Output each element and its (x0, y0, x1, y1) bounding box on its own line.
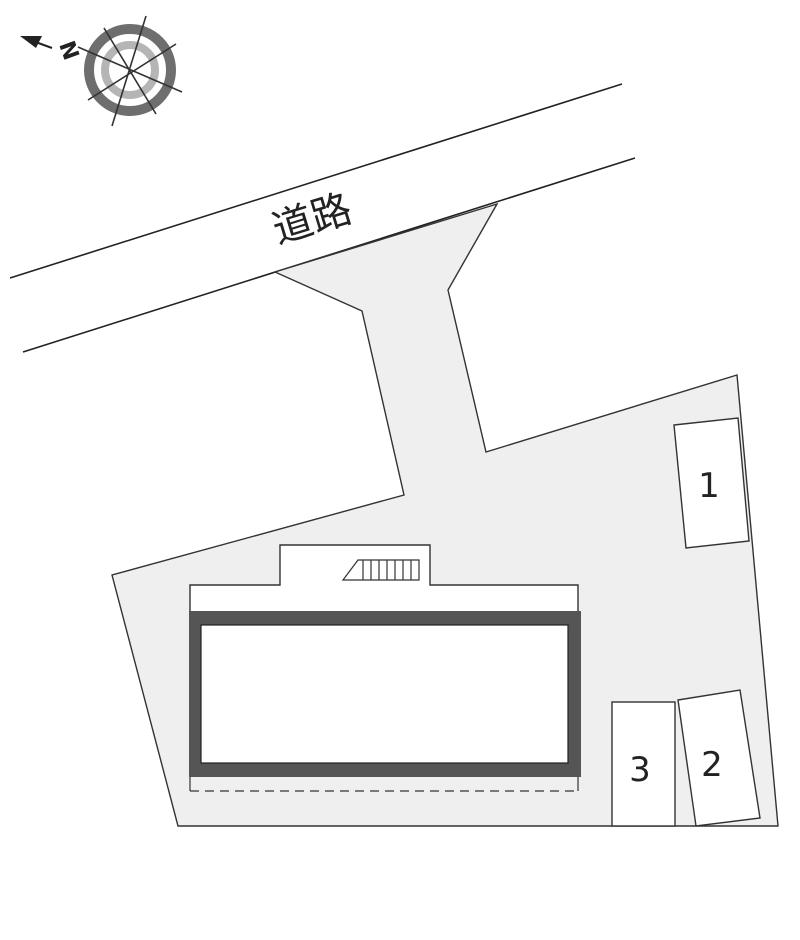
compass-north-shaft (29, 39, 53, 49)
compass-north-label: N (53, 38, 83, 64)
parking-space-3: 3 (611, 701, 676, 827)
parking-space-3-box (611, 701, 676, 827)
road-label: 道路 (267, 186, 357, 253)
road-edge-north (9, 83, 623, 279)
entrance-bump (189, 544, 579, 612)
staircase-outline (341, 559, 420, 581)
parking-space-1-label: 1 (698, 466, 720, 506)
compass-spoke (87, 43, 177, 101)
parking-space-2-label: 2 (701, 745, 723, 785)
building-interior (200, 624, 569, 764)
staircase (341, 559, 420, 581)
compass-north-arrow (20, 36, 42, 48)
parking-space-2: 2 (677, 689, 761, 827)
parking-space-2-box (677, 689, 761, 827)
parking-space-1-box (673, 417, 750, 549)
compass-inner-ring (101, 41, 159, 99)
parking-space-3-label: 3 (629, 750, 651, 790)
compass-icon: N (20, 15, 183, 127)
building (189, 611, 581, 777)
entrance-outline (189, 544, 579, 612)
balcony-line (189, 777, 579, 792)
compass-spoke (111, 15, 147, 127)
road: 道路 (9, 83, 636, 353)
compass-outer-ring (84, 24, 176, 116)
parking-space-1: 1 (673, 417, 750, 549)
compass-spoke (103, 27, 157, 115)
